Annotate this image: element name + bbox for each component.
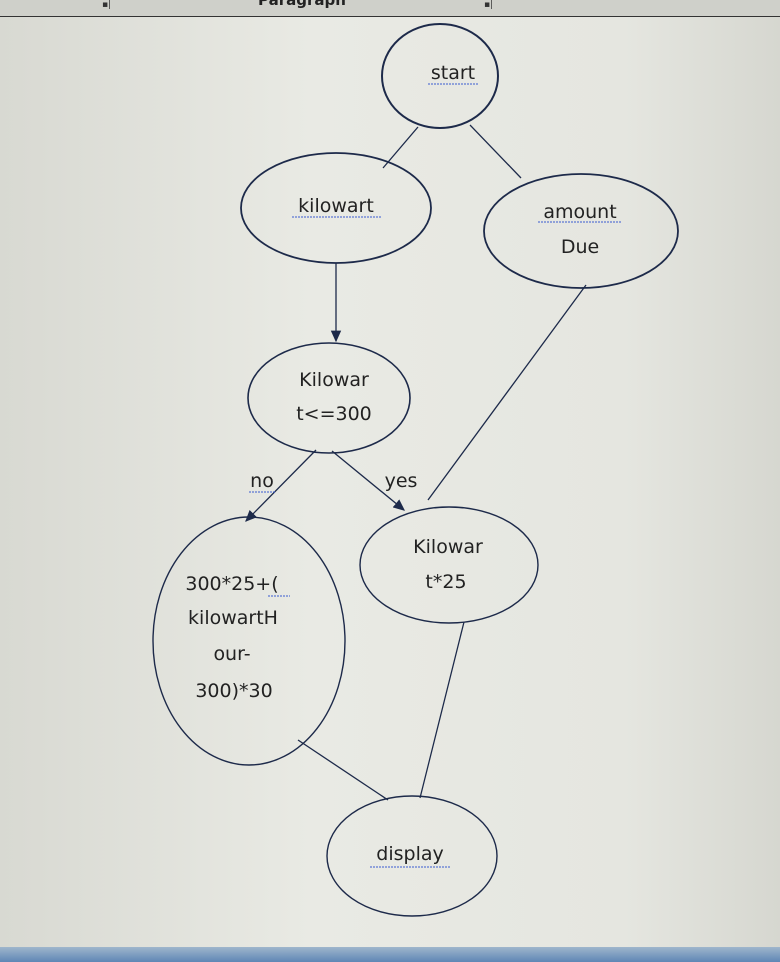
edge-formula-under-display [419,621,465,799]
paragraph-dialog-launcher-icon[interactable]: ▪| [484,0,494,10]
edge-label-yes: yes [385,470,418,492]
edge-start-kilowart [382,126,419,169]
node-condition-line-1: Kilowar [299,369,369,391]
node-kilowart[interactable]: kilowart [240,152,432,264]
taskbar [0,947,780,962]
edge-amount-formula-under [427,284,587,501]
edge-no [245,449,317,522]
formula-under-line-2: t*25 [425,571,466,593]
dialog-launcher-icon[interactable]: ▪| [102,0,112,10]
node-condition-line-2: t<=300 [296,403,372,425]
edge-start-amount [469,124,522,179]
node-formula-over[interactable]: 300*25+( kilowartH our- 300)*30 [152,516,346,766]
formula-over-line-3: our- [213,643,250,665]
edge-formula-over-display [297,739,389,801]
ribbon-group-label: Paragraph [258,0,346,9]
edge-yes [331,450,406,511]
node-display[interactable]: display [326,795,498,917]
edge-label-no: no [250,470,274,492]
node-start-label: start [431,62,475,84]
ribbon-bar: ▪| Paragraph ▪| [0,0,780,17]
node-formula-under[interactable]: Kilowar t*25 [359,506,539,624]
formula-under-line-1: Kilowar [413,536,483,558]
formula-over-line-1: 300*25+( [185,573,278,595]
node-amount-due[interactable]: amount Due [483,173,679,289]
node-start[interactable]: start [381,23,499,129]
node-display-label: display [376,843,443,865]
node-amount-label: amount [543,201,616,223]
formula-over-line-4: 300)*30 [195,680,272,702]
formula-over-line-2: kilowartH [188,607,278,629]
document-page [0,17,780,947]
node-due-label: Due [561,236,599,258]
node-condition[interactable]: Kilowar t<=300 [247,342,411,454]
node-kilowart-label: kilowart [298,195,374,217]
